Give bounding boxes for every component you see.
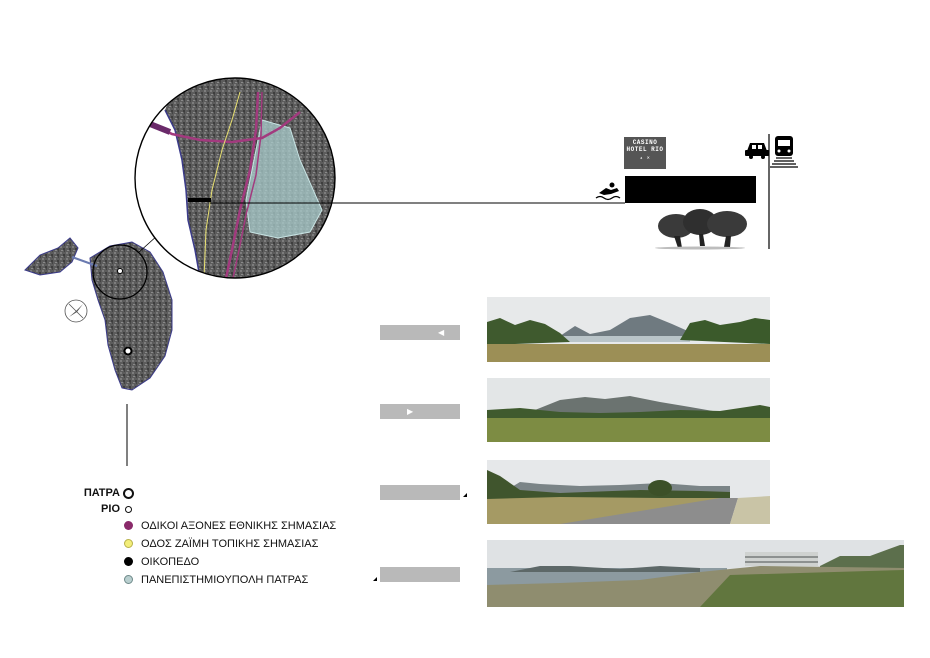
view-direction-bar-1: ◀ bbox=[380, 325, 460, 340]
photo-panel-1 bbox=[487, 297, 770, 362]
plot-marker bbox=[188, 198, 211, 202]
legend-patras-label: ΠΑΤΡΑ bbox=[83, 487, 120, 499]
legend-row-plot: ΟΙΚΟΠΕΔΟ bbox=[141, 554, 199, 570]
legend-national-road-swatch bbox=[124, 521, 133, 530]
university-campus-area bbox=[245, 119, 323, 239]
regional-map bbox=[24, 237, 173, 391]
national-road bbox=[149, 111, 301, 144]
patras-marker bbox=[123, 346, 133, 356]
swimmer-icon bbox=[595, 182, 621, 201]
casino-sign-symbols-icon: ▴ ✕ bbox=[639, 155, 651, 161]
left-arrow-icon: ◀ bbox=[438, 328, 445, 337]
right-arrow-icon: ▶ bbox=[407, 407, 414, 416]
panel-4-corner-marker bbox=[373, 577, 377, 581]
compass-icon bbox=[64, 299, 88, 323]
legend-rio-ring-icon bbox=[125, 506, 132, 513]
casino-hotel-rio-sign: CASINO HOTEL RIO ▴ ✕ bbox=[624, 137, 666, 169]
casino-sign-line2: HOTEL RIO bbox=[626, 146, 664, 153]
rio-antirrio-bridge bbox=[71, 256, 98, 267]
legend-local-road-swatch bbox=[124, 539, 133, 548]
patras-landmass bbox=[89, 241, 173, 391]
legend-row-local-road: ΟΔΟΣ ΖΑΪΜΗ ΤΟΠΙΚΗΣ ΣΗΜΑΣΙΑΣ bbox=[141, 536, 318, 552]
legend-campus-swatch bbox=[124, 575, 133, 584]
view-direction-bar-3 bbox=[380, 485, 460, 500]
local-road bbox=[203, 91, 241, 278]
legend-local-road-label: ΟΔΟΣ ΖΑΪΜΗ ΤΟΠΙΚΗΣ ΣΗΜΑΣΙΑΣ bbox=[141, 538, 319, 550]
plot-section-block bbox=[625, 176, 756, 203]
train-icon bbox=[770, 136, 798, 168]
national-road-2 bbox=[224, 91, 260, 278]
rio-zoom-ring bbox=[92, 244, 148, 300]
photo-panel-3 bbox=[487, 460, 770, 524]
legend-rio-label: ΡΙΟ bbox=[101, 503, 120, 515]
rio-marker bbox=[117, 268, 123, 274]
national-road-3 bbox=[232, 91, 263, 278]
photo-panel-4 bbox=[487, 540, 904, 607]
olive-trees-icon bbox=[655, 209, 747, 250]
view-direction-bar-2: ▶ bbox=[380, 404, 460, 419]
legend-row-campus: ΠΑΝΕΠΙΣΤΗΜΙΟΥΠΟΛΗ ΠΑΤΡΑΣ bbox=[141, 572, 308, 588]
photo-panel-2 bbox=[487, 378, 770, 442]
legend-campus-label: ΠΑΝΕΠΙΣΤΗΜΙΟΥΠΟΛΗ ΠΑΤΡΑΣ bbox=[141, 574, 309, 586]
north-coast-landmass bbox=[24, 237, 79, 276]
view-direction-bar-4 bbox=[380, 567, 460, 582]
car-icon bbox=[745, 143, 769, 159]
legend-plot-swatch bbox=[124, 557, 133, 566]
legend-patras-ring-icon bbox=[123, 488, 134, 499]
legend-national-road-label: ΟΔΙΚΟΙ ΑΞΟΝΕΣ ΕΘΝΙΚΗΣ ΣΗΜΑΣΙΑΣ bbox=[141, 520, 337, 532]
legend-plot-label: ΟΙΚΟΠΕΔΟ bbox=[141, 556, 200, 568]
detail-satellite-circle bbox=[134, 77, 336, 279]
casino-sign-line1: CASINO bbox=[632, 139, 658, 146]
panel-3-corner-marker bbox=[463, 493, 467, 497]
legend-row-national-road: ΟΔΙΚΟΙ ΑΞΟΝΕΣ ΕΘΝΙΚΗΣ ΣΗΜΑΣΙΑΣ bbox=[141, 518, 336, 534]
